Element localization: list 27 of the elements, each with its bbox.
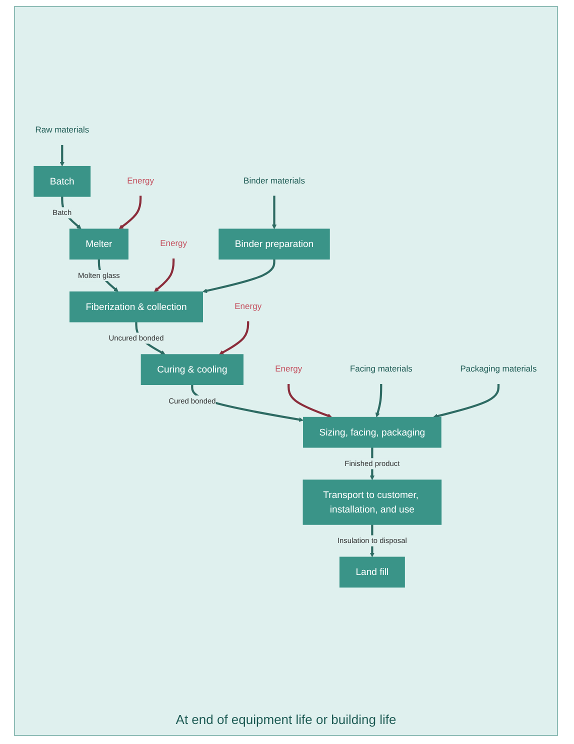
node-text: Energy	[275, 365, 302, 374]
arrow	[433, 384, 500, 419]
arrow	[60, 145, 64, 167]
node-box: Curing & cooling	[140, 354, 244, 386]
node-box: Fiberization & collection	[70, 292, 203, 322]
node-box: Land fill	[339, 556, 405, 588]
node-text: Energy	[160, 240, 188, 249]
note-text: At end of equipment life or building life	[176, 712, 396, 727]
arrow	[218, 321, 250, 355]
arrow	[272, 196, 277, 230]
arrow	[154, 258, 175, 292]
node-text: Facing materials	[350, 365, 412, 374]
arrow	[61, 196, 82, 230]
arrow	[375, 384, 382, 418]
node-box: Binder preparation	[218, 228, 330, 260]
node-text: Energy	[234, 302, 262, 312]
node-box: Sizing, facing, packaging	[303, 417, 442, 448]
node-box: Melter	[69, 228, 128, 260]
node-text: Energy	[127, 176, 154, 186]
arrow	[202, 260, 276, 294]
node-text: Binder materials	[244, 176, 305, 186]
node-text: Packaging materials	[460, 365, 537, 374]
node-box: Transport to customer, installation, and use	[302, 480, 442, 526]
arrow	[288, 384, 332, 418]
arrow	[118, 196, 142, 230]
node-box: Batch	[34, 166, 91, 198]
node-text: Raw materials	[35, 126, 90, 136]
